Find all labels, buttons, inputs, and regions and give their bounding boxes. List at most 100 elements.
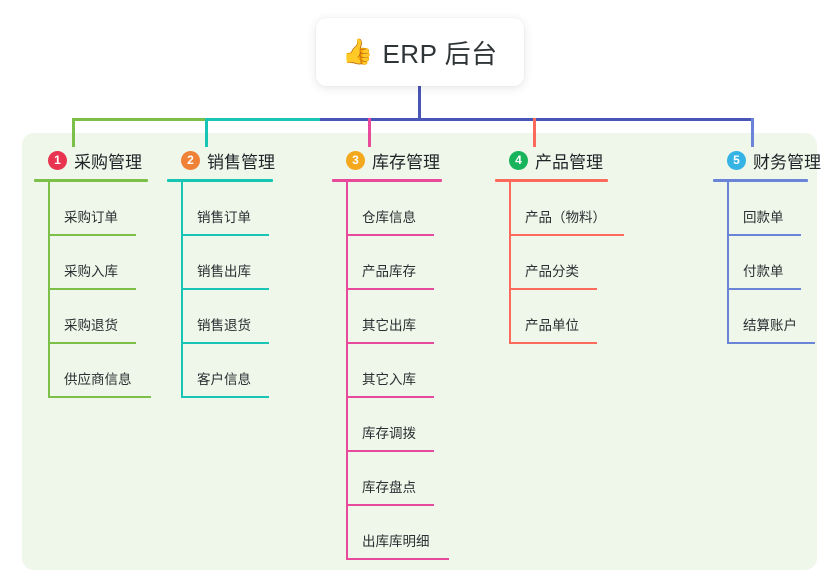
column-items: 回款单付款单结算账户 xyxy=(713,182,821,344)
connector-bar-segment-1 xyxy=(72,118,205,121)
menu-item-rule xyxy=(346,558,449,560)
column-spine xyxy=(346,182,348,560)
connector-drop-5 xyxy=(751,118,754,147)
connector-bar-segment-3 xyxy=(320,118,752,121)
menu-item-rule xyxy=(509,234,624,236)
menu-item-label: 产品（物料） xyxy=(525,210,606,225)
column-badge-number: 2 xyxy=(181,150,200,170)
menu-item-label: 产品单位 xyxy=(525,318,579,333)
menu-item[interactable]: 回款单 xyxy=(713,182,821,236)
connector-drop-4 xyxy=(533,118,536,147)
menu-item-label: 出库库明细 xyxy=(362,534,430,549)
column-header-rule xyxy=(34,179,148,182)
menu-item-label: 其它入库 xyxy=(362,372,416,387)
menu-item[interactable]: 其它出库 xyxy=(332,290,442,344)
menu-item[interactable]: 采购订单 xyxy=(34,182,148,236)
menu-item-label: 产品分类 xyxy=(525,264,579,279)
column-header-rule xyxy=(713,179,808,182)
column-header-1[interactable]: 1 采购管理 xyxy=(48,148,148,172)
menu-item[interactable]: 销售订单 xyxy=(167,182,275,236)
column-2: 2 销售管理销售订单销售出库销售退货客户信息 xyxy=(167,148,275,398)
menu-item[interactable]: 库存盘点 xyxy=(332,452,442,506)
connector-trunk xyxy=(418,86,421,121)
menu-item-rule xyxy=(48,288,136,290)
menu-item-rule xyxy=(346,234,434,236)
menu-item[interactable]: 供应商信息 xyxy=(34,344,151,398)
root-node-title: ERP 后台 xyxy=(382,38,498,69)
column-items: 产品（物料） 产品分类产品单位 xyxy=(495,182,624,344)
menu-item[interactable]: 采购入库 xyxy=(34,236,148,290)
menu-item[interactable]: 产品库存 xyxy=(332,236,442,290)
menu-item-label: 采购入库 xyxy=(64,264,118,279)
menu-item-rule xyxy=(48,396,151,398)
column-spine xyxy=(509,182,511,344)
menu-item-rule xyxy=(346,342,434,344)
menu-item-rule xyxy=(346,504,434,506)
menu-item-label: 产品库存 xyxy=(362,264,416,279)
menu-item-rule xyxy=(509,342,597,344)
menu-item[interactable]: 付款单 xyxy=(713,236,821,290)
menu-item[interactable]: 采购退货 xyxy=(34,290,148,344)
connector-drop-2 xyxy=(205,118,208,147)
menu-item-label: 仓库信息 xyxy=(362,210,416,225)
menu-item-label: 采购订单 xyxy=(64,210,118,225)
menu-item[interactable]: 库存调拨 xyxy=(332,398,442,452)
menu-item-rule xyxy=(181,396,269,398)
column-spine xyxy=(181,182,183,398)
menu-item-rule xyxy=(181,288,269,290)
menu-item-rule xyxy=(727,234,801,236)
menu-item-label: 供应商信息 xyxy=(64,372,132,387)
column-title: 库存管理 xyxy=(372,152,440,172)
menu-item-rule xyxy=(346,396,434,398)
column-header-rule xyxy=(332,179,442,182)
menu-item[interactable]: 产品（物料） xyxy=(495,182,624,236)
menu-item[interactable]: 其它入库 xyxy=(332,344,442,398)
menu-item[interactable]: 出库库明细 xyxy=(332,506,449,560)
column-header-4[interactable]: 4 产品管理 xyxy=(509,148,608,172)
column-title: 产品管理 xyxy=(535,152,603,172)
column-header-3[interactable]: 3 库存管理 xyxy=(346,148,442,172)
column-badge-number: 3 xyxy=(346,150,365,170)
menu-item-rule xyxy=(346,450,434,452)
menu-item-rule xyxy=(727,288,801,290)
menu-item[interactable]: 产品分类 xyxy=(495,236,608,290)
menu-item-label: 库存调拨 xyxy=(362,426,416,441)
menu-item-label: 付款单 xyxy=(743,264,784,279)
menu-item-label: 客户信息 xyxy=(197,372,251,387)
column-items: 仓库信息产品库存其它出库其它入库库存调拨库存盘点出库库明细 xyxy=(332,182,449,560)
column-items: 销售订单销售出库销售退货客户信息 xyxy=(167,182,275,398)
menu-item[interactable]: 销售出库 xyxy=(167,236,275,290)
diagram-panel xyxy=(22,133,817,570)
column-badge-number: 4 xyxy=(509,150,528,170)
connector-bar-segment-2 xyxy=(205,118,320,121)
menu-item-label: 其它出库 xyxy=(362,318,416,333)
menu-item-label: 销售订单 xyxy=(197,210,251,225)
menu-item-rule xyxy=(509,288,597,290)
column-1: 1 采购管理采购订单采购入库采购退货供应商信息 xyxy=(34,148,151,398)
menu-item-rule xyxy=(181,234,269,236)
column-badge-number: 5 xyxy=(727,150,746,170)
column-badge-number: 1 xyxy=(48,150,67,170)
menu-item-rule xyxy=(346,288,434,290)
menu-item[interactable]: 销售退货 xyxy=(167,290,275,344)
menu-item-label: 库存盘点 xyxy=(362,480,416,495)
connector-drop-3 xyxy=(368,118,371,147)
menu-item-rule xyxy=(48,234,136,236)
column-spine xyxy=(727,182,729,344)
column-title: 销售管理 xyxy=(207,152,275,172)
column-header-rule xyxy=(167,179,273,182)
column-3: 3 库存管理仓库信息产品库存其它出库其它入库库存调拨库存盘点出库库明细 xyxy=(332,148,449,560)
menu-item[interactable]: 客户信息 xyxy=(167,344,275,398)
menu-item[interactable]: 产品单位 xyxy=(495,290,608,344)
menu-item-rule xyxy=(48,342,136,344)
column-header-2[interactable]: 2 销售管理 xyxy=(181,148,275,172)
menu-item[interactable]: 仓库信息 xyxy=(332,182,442,236)
menu-item[interactable]: 结算账户 xyxy=(713,290,821,344)
root-node-erp-backend[interactable]: 👍 ERP 后台 xyxy=(316,18,524,86)
column-header-rule xyxy=(495,179,608,182)
menu-item-label: 回款单 xyxy=(743,210,784,225)
column-title: 采购管理 xyxy=(74,152,142,172)
menu-item-label: 销售出库 xyxy=(197,264,251,279)
